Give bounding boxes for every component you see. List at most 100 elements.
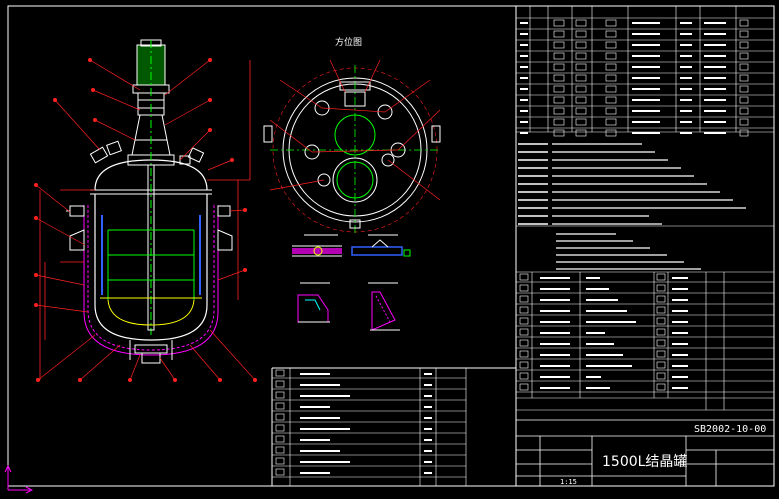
table-checkbox [605,96,617,104]
table-checkbox [275,402,285,410]
table-checkbox [575,52,587,60]
table-checkbox [739,85,749,93]
table-checkbox [553,96,565,104]
table-checkbox [519,328,529,336]
detail-a [292,234,342,257]
table-checkbox [519,273,529,281]
table-checkbox [739,118,749,126]
table-checkbox [575,129,587,137]
bottom-outlet [129,340,173,364]
drawing-number: SB2002-10-00 [694,424,766,435]
table-checkbox [275,369,285,377]
table-checkbox [739,96,749,104]
ucs-icon [4,464,34,494]
table-checkbox [605,19,617,27]
table-checkbox [275,380,285,388]
table-checkbox [519,339,529,347]
orientation-view-label: 方位图 [335,36,362,48]
table-checkbox [605,74,617,82]
table-checkbox [575,41,587,49]
jacket [83,205,219,356]
table-checkbox [605,52,617,60]
orientation-view: 方位图 [263,36,441,235]
table-checkbox [605,107,617,115]
vessel-elevation [34,39,257,382]
table-checkbox [575,107,587,115]
technical-requirements [516,225,774,273]
leader-lines [35,59,256,381]
drawing-frame [7,5,775,487]
table-checkbox [739,74,749,82]
table-checkbox [553,52,565,60]
table-checkbox [519,372,529,380]
table-checkbox [605,41,617,49]
dimension-lines [39,60,251,380]
table-checkbox [519,361,529,369]
detail-sections [292,234,411,331]
table-checkbox [553,30,565,38]
table-checkbox [739,129,749,137]
table-checkbox [656,284,666,292]
parts-list-lower [289,368,467,486]
table-checkbox [553,118,565,126]
table-checkbox [275,435,285,443]
drawing-title: 1500L结晶罐 [602,454,687,470]
table-checkbox [605,30,617,38]
table-checkbox [739,19,749,27]
nozzle-table-rows [516,17,774,137]
detail-b [351,234,411,257]
table-checkbox [275,457,285,465]
table-checkbox [519,284,529,292]
table-checkbox [575,118,587,126]
table-checkbox [575,63,587,71]
table-checkbox [519,306,529,314]
table-checkbox [605,118,617,126]
table-checkbox [656,317,666,325]
table-checkbox [739,30,749,38]
table-checkbox [553,74,565,82]
table-checkbox [575,96,587,104]
detail-c [297,282,330,323]
table-checkbox [553,129,565,137]
table-checkbox [575,74,587,82]
table-checkbox [553,63,565,71]
table-checkbox [656,383,666,391]
detail-d [368,282,400,331]
support-lugs [69,229,233,251]
table-checkbox [575,85,587,93]
parts-list-lower-rows [272,369,466,478]
vessel-shell [94,194,208,341]
table-checkbox [656,328,666,336]
table-checkbox [656,361,666,369]
table-checkbox [553,19,565,27]
table-checkbox [519,383,529,391]
table-checkbox [519,350,529,358]
table-checkbox [519,317,529,325]
table-checkbox [656,372,666,380]
balloon-marks [34,58,257,382]
parts-list-upper [516,272,774,411]
drawing-scale: 1:15 [560,478,577,486]
table-checkbox [739,107,749,115]
table-checkbox [605,85,617,93]
table-checkbox [656,306,666,314]
table-checkbox [739,52,749,60]
table-checkbox [575,30,587,38]
table-checkbox [656,339,666,347]
nozzle-table [516,6,774,133]
table-checkbox [519,295,529,303]
table-checkbox [739,63,749,71]
table-checkbox [656,350,666,358]
table-checkbox [553,85,565,93]
table-checkbox [275,391,285,399]
parts-list-upper-rows [516,273,774,393]
table-checkbox [656,273,666,281]
table-checkbox [575,19,587,27]
table-checkbox [656,295,666,303]
table-checkbox [275,424,285,432]
table-checkbox [553,41,565,49]
baffles [101,215,201,295]
table-checkbox [605,129,617,137]
table-checkbox [739,41,749,49]
